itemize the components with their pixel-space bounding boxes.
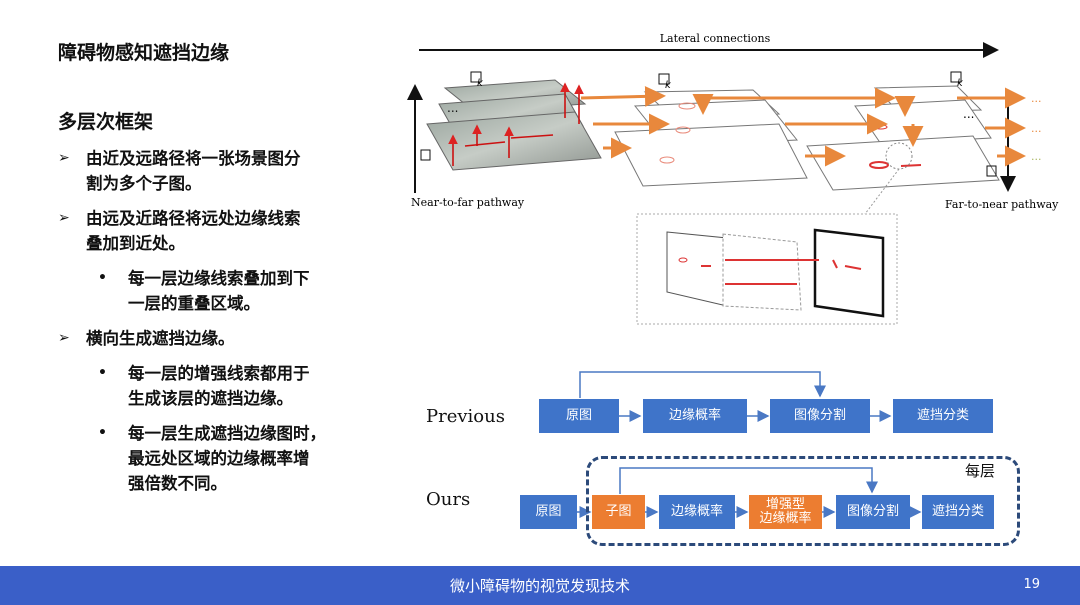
prev-step-original: 原图 bbox=[539, 399, 619, 433]
dot-bullet-icon: • bbox=[98, 365, 107, 381]
far-to-near-label: Far-to-near pathway bbox=[945, 198, 1059, 211]
svg-text:...: ... bbox=[1031, 122, 1042, 135]
prev-step-edge-prob: 边缘概率 bbox=[643, 399, 747, 433]
arrow-bullet-icon: ➢ bbox=[58, 210, 70, 226]
ours-step-subimage: 子图 bbox=[592, 495, 645, 529]
previous-label: Previous bbox=[426, 406, 505, 427]
per-layer-group bbox=[586, 456, 1020, 546]
svg-text:k: k bbox=[957, 78, 964, 89]
bullet-item: ➢ 由近及远路径将一张场景图分 割为多个子图。 bbox=[58, 146, 378, 196]
prev-step-segmentation: 图像分割 bbox=[770, 399, 870, 433]
bullet-item: ➢ 横向生成遮挡边缘。 bbox=[58, 326, 378, 351]
pyramid-architecture-diagram: Lateral connections ... k k k ... bbox=[407, 32, 1059, 325]
bullet-item: ➢ 由远及近路径将远处边缘线索 叠加到近处。 bbox=[58, 206, 378, 256]
ours-step-edge-prob: 边缘概率 bbox=[659, 495, 735, 529]
section-subtitle: 多层次框架 bbox=[58, 111, 154, 133]
arrow-bullet-icon: ➢ bbox=[58, 150, 70, 166]
slide-title: 障碍物感知遮挡边缘 bbox=[58, 42, 230, 64]
dot-bullet-icon: • bbox=[98, 270, 107, 286]
each-layer-label: 每层 bbox=[965, 462, 996, 480]
footer-bar: 微小障碍物的视觉发现技术 19 bbox=[0, 566, 1080, 605]
bullet-list: ➢ 由近及远路径将一张场景图分 割为多个子图。 ➢ 由远及近路径将远处边缘线索 … bbox=[58, 146, 378, 506]
sub-bullet-item: • 每一层的增强线索都用于 生成该层的遮挡边缘。 bbox=[58, 361, 378, 411]
page-number: 19 bbox=[1023, 577, 1040, 592]
svg-text:...: ... bbox=[963, 107, 974, 121]
dot-bullet-icon: • bbox=[98, 425, 107, 441]
svg-text:...: ... bbox=[447, 101, 458, 115]
prev-step-occlusion: 遮挡分类 bbox=[893, 399, 993, 433]
ours-label: Ours bbox=[426, 489, 471, 510]
arrow-bullet-icon: ➢ bbox=[58, 330, 70, 346]
near-to-far-label: Near-to-far pathway bbox=[411, 196, 525, 209]
svg-text:k: k bbox=[477, 78, 484, 89]
lateral-connections-label: Lateral connections bbox=[660, 32, 771, 45]
svg-text:...: ... bbox=[1031, 150, 1042, 163]
ours-step-occlusion: 遮挡分类 bbox=[922, 495, 994, 529]
svg-text:...: ... bbox=[1031, 92, 1042, 105]
sub-bullet-item: • 每一层生成遮挡边缘图时， 最远处区域的边缘概率增 强倍数不同。 bbox=[58, 421, 378, 496]
footer-title: 微小障碍物的视觉发现技术 bbox=[449, 577, 630, 595]
ours-step-segmentation: 图像分割 bbox=[836, 495, 910, 529]
ours-step-original: 原图 bbox=[520, 495, 577, 529]
svg-text:k: k bbox=[665, 80, 672, 91]
ours-step-enhanced-edge-prob: 增强型 边缘概率 bbox=[749, 495, 822, 529]
sub-bullet-item: • 每一层边缘线索叠加到下 一层的重叠区域。 bbox=[58, 266, 378, 316]
